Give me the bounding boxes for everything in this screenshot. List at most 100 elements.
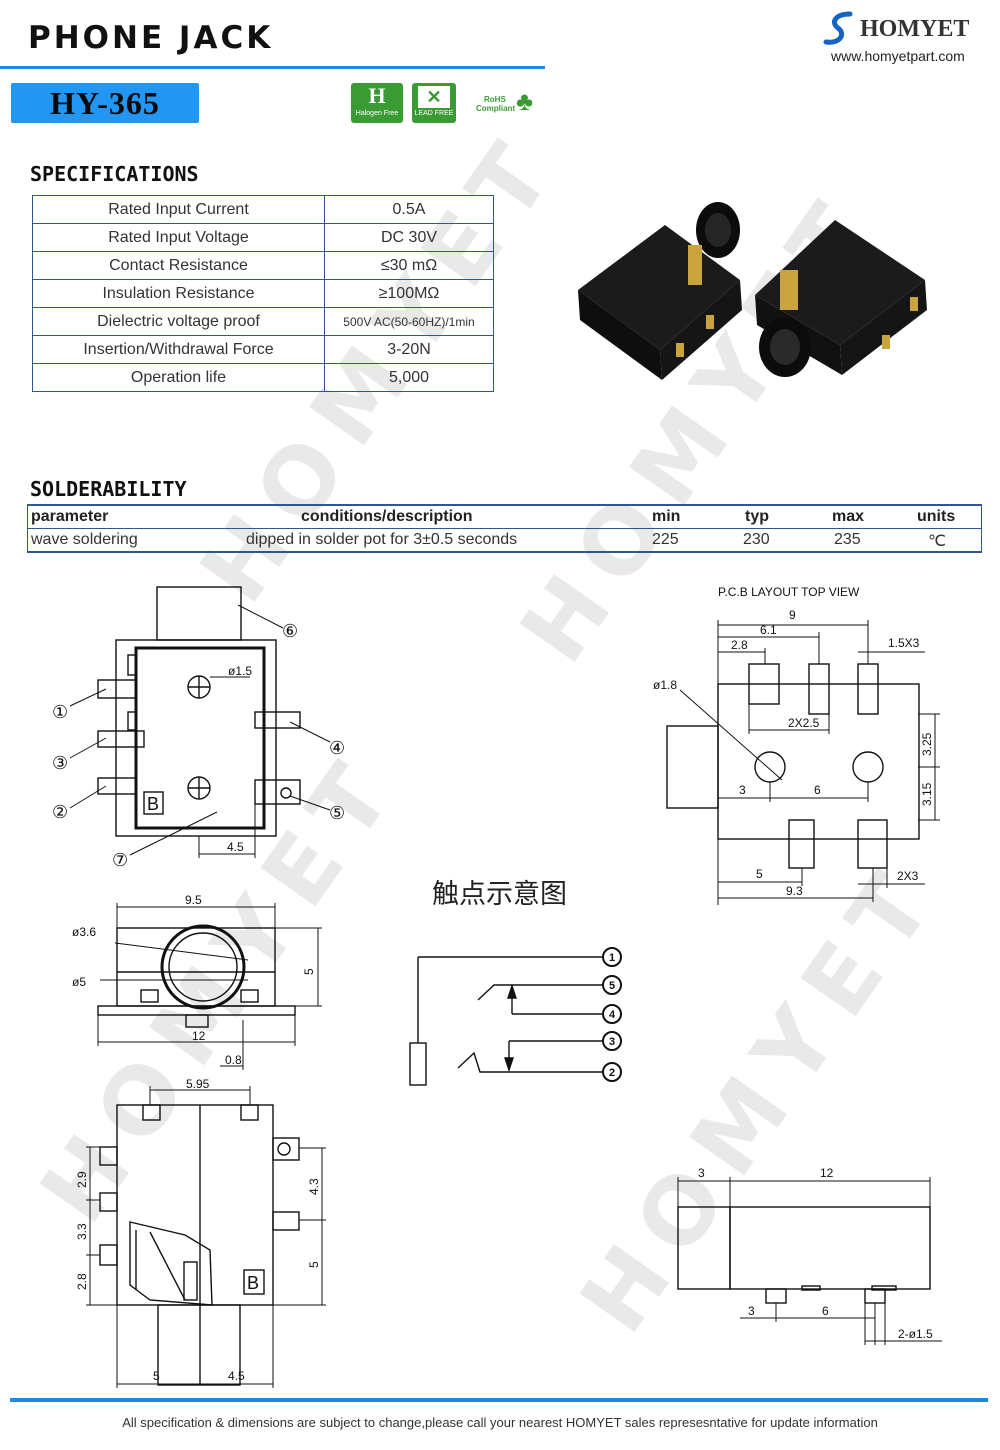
solderability-header-row: parameter conditions/description min typ…	[28, 506, 981, 529]
solderability-data-row: wave soldering dipped in solder pot for …	[28, 529, 981, 551]
contact-diagram: 触点示意图 1 5 4 3 2	[409, 879, 622, 1086]
pcb-dim-6-1: 6.1	[760, 623, 777, 637]
bottom-view-mark: B	[247, 1273, 259, 1293]
side-dim-3-top: 3	[698, 1166, 705, 1180]
top-view-width-dim: 4.5	[227, 840, 244, 854]
page-title: PHONE JACK	[28, 20, 274, 56]
pin-2: 2	[609, 1067, 615, 1079]
callout-6: ⑥	[282, 621, 298, 641]
col-typ: typ	[745, 508, 769, 525]
pcb-dim-3-15: 3.15	[920, 782, 934, 806]
lead-free-icon: ✕	[418, 86, 450, 108]
pcb-layout-title: P.C.B LAYOUT TOP VIEW	[718, 585, 860, 599]
rohs-badge: RoHS Compliant ♣	[466, 86, 540, 120]
solderability-heading: SOLDERABILITY	[30, 477, 187, 501]
pcb-dim-5: 5	[756, 867, 763, 881]
top-view-mark: B	[147, 794, 159, 814]
solderability-table: parameter conditions/description min typ…	[27, 504, 982, 553]
spec-row: Insulation Resistance≥100MΩ	[32, 279, 494, 308]
col-max: max	[832, 508, 865, 525]
bottom-dim-5-bottom: 5	[153, 1369, 160, 1383]
callout-1: ①	[52, 702, 68, 722]
bottom-dim-4-3: 4.3	[307, 1178, 321, 1195]
rohs-label: RoHS	[484, 95, 506, 104]
pcb-dim-2x3: 2X3	[897, 869, 919, 883]
pcb-dim-9: 9	[789, 608, 796, 622]
bottom-view-drawing: B 5.95 2.9 3.3 2.8 4.3 5 5 4.5	[75, 1077, 326, 1388]
spec-value: 500V AC(50-60HZ)/1min	[324, 307, 494, 336]
spec-value: ≤30 mΩ	[324, 251, 494, 280]
spec-name: Rated Input Current	[32, 195, 325, 224]
lead-free-badge: ✕ LEAD FREE	[412, 83, 456, 123]
side-dim-pin-holes: 2-ø1.5	[898, 1327, 933, 1341]
top-view-hole-dim: ø1.5	[228, 664, 252, 678]
technical-drawings: B ø1.5 4.5 ① ② ③ ④ ⑤ ⑥ ⑦ P.C.B LAYOUT TO…	[52, 585, 942, 1388]
pcb-dim-hole: ø1.8	[653, 678, 677, 692]
spec-value: 5,000	[324, 363, 494, 392]
lead-free-label: LEAD FREE	[414, 110, 454, 117]
rohs-compliant-label: Compliant	[476, 104, 516, 113]
pcb-dim-2-8: 2.8	[731, 638, 748, 652]
specifications-heading: SPECIFICATIONS	[30, 162, 199, 186]
product-photo	[578, 202, 927, 380]
col-min: min	[652, 508, 681, 525]
pcb-dim-1-5x3: 1.5X3	[888, 636, 920, 650]
callout-2: ②	[52, 802, 68, 822]
footer-note: All specification & dimensions are subje…	[122, 1415, 878, 1430]
front-dim-3-6: ø3.6	[72, 925, 96, 939]
spec-value: 3-20N	[324, 335, 494, 364]
front-view-drawing: 9.5 ø3.6 ø5 5 12 0.8	[72, 893, 322, 1070]
halogen-free-label: Halogen Free	[355, 110, 399, 117]
cell-max: 235	[834, 531, 861, 548]
cell-conditions: dipped in solder pot for 3±0.5 seconds	[246, 531, 518, 548]
halogen-free-badge: H Halogen Free	[351, 83, 403, 123]
bottom-dim-5-right: 5	[307, 1261, 321, 1268]
contact-diagram-title: 触点示意图	[432, 879, 567, 909]
pcb-dim-3-25: 3.25	[920, 732, 934, 756]
bottom-dim-5-95: 5.95	[186, 1077, 210, 1091]
spec-name: Dielectric voltage proof	[32, 307, 325, 336]
side-dim-3-bottom: 3	[748, 1304, 755, 1318]
spec-name: Insulation Resistance	[32, 279, 325, 308]
col-parameter: parameter	[31, 508, 109, 525]
brand-logo-icon	[822, 10, 860, 48]
spec-name: Contact Resistance	[32, 251, 325, 280]
pcb-dim-9-3: 9.3	[786, 884, 803, 898]
front-dim-5-height: 5	[302, 968, 316, 975]
side-view-drawing: 3 12 3 6 2-ø1.5	[677, 1166, 942, 1345]
bottom-dim-2-9: 2.9	[75, 1171, 89, 1188]
cell-parameter: wave soldering	[31, 531, 138, 548]
callout-3: ③	[52, 753, 68, 773]
brand-url[interactable]: www.homyetpart.com	[831, 48, 965, 64]
spec-value: ≥100MΩ	[324, 279, 494, 308]
spec-row: Contact Resistance≤30 mΩ	[32, 251, 494, 280]
cell-units: ℃	[928, 533, 946, 550]
spec-name: Rated Input Voltage	[32, 223, 325, 252]
bottom-dim-2-8: 2.8	[75, 1273, 89, 1290]
model-badge: HY-365	[11, 83, 199, 123]
front-dim-5-dia: ø5	[72, 975, 86, 989]
spec-name: Operation life	[32, 363, 325, 392]
front-dim-0-8: 0.8	[225, 1053, 242, 1067]
pin-5: 5	[609, 980, 615, 992]
header-divider	[0, 66, 545, 69]
side-dim-12: 12	[820, 1166, 834, 1180]
bottom-dim-3-3: 3.3	[75, 1223, 89, 1240]
clover-icon: ♣	[516, 86, 534, 116]
pin-3: 3	[609, 1036, 615, 1048]
col-conditions: conditions/description	[301, 508, 473, 525]
pin-4: 4	[609, 1009, 616, 1021]
spec-value: 0.5A	[324, 195, 494, 224]
spec-value: DC 30V	[324, 223, 494, 252]
cell-min: 225	[652, 531, 679, 548]
pcb-dim-6: 6	[814, 783, 821, 797]
pcb-dim-2x2-5: 2X2.5	[788, 716, 820, 730]
front-dim-9-5: 9.5	[185, 893, 202, 907]
jack-image-right	[755, 220, 927, 377]
cell-typ: 230	[743, 531, 770, 548]
